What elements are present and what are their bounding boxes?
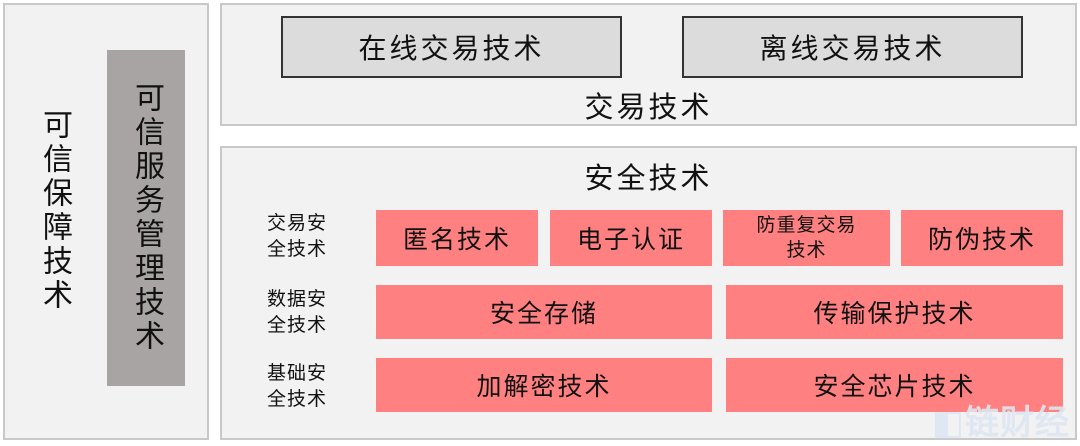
offline-transaction-box: 离线交易技术 (682, 16, 1023, 78)
anti-replay-tech-text: 防重复交易技术 (756, 214, 857, 261)
anti-replay-tech-box: 防重复交易技术 (723, 210, 890, 266)
security-tech-panel: 安全技术 交易安全技术 匿名技术 电子认证 防重复交易技术 防伪技术 数据安全技… (220, 146, 1077, 440)
trusted-service-management-box: 可信服务管理技术 (107, 50, 185, 386)
trusted-service-management-label: 可信服务管理技术 (129, 82, 164, 354)
transaction-tech-panel: 在线交易技术 离线交易技术 交易技术 (220, 3, 1077, 126)
online-transaction-box: 在线交易技术 (281, 16, 622, 78)
data-security-label: 数据安全技术 (242, 284, 352, 342)
transmission-protection-box: 传输保护技术 (726, 285, 1063, 339)
secure-chip-tech-box: 安全芯片技术 (726, 358, 1063, 412)
trust-assurance-panel: 可信保障技术 可信服务管理技术 (3, 3, 209, 440)
row-label-text: 交易安全技术 (266, 212, 327, 260)
security-tech-title: 安全技术 (584, 161, 713, 195)
anonymity-tech-box: 匿名技术 (376, 210, 538, 266)
transaction-security-label: 交易安全技术 (242, 208, 352, 266)
trust-assurance-label: 可信保障技术 (37, 109, 72, 313)
transaction-tech-title: 交易技术 (584, 90, 713, 124)
basic-security-label: 基础安全技术 (242, 358, 352, 416)
anti-counterfeit-tech-box: 防伪技术 (901, 210, 1063, 266)
row-label-text: 数据安全技术 (266, 288, 327, 336)
secure-storage-box: 安全存储 (376, 285, 712, 339)
watermark-icon: ◧ (931, 403, 965, 443)
e-authentication-box: 电子认证 (550, 210, 712, 266)
encryption-decryption-box: 加解密技术 (376, 358, 712, 412)
watermark-logo: ◧链财经 (932, 395, 1070, 444)
row-label-text: 基础安全技术 (266, 362, 327, 410)
watermark-text: 链财经 (965, 403, 1070, 443)
